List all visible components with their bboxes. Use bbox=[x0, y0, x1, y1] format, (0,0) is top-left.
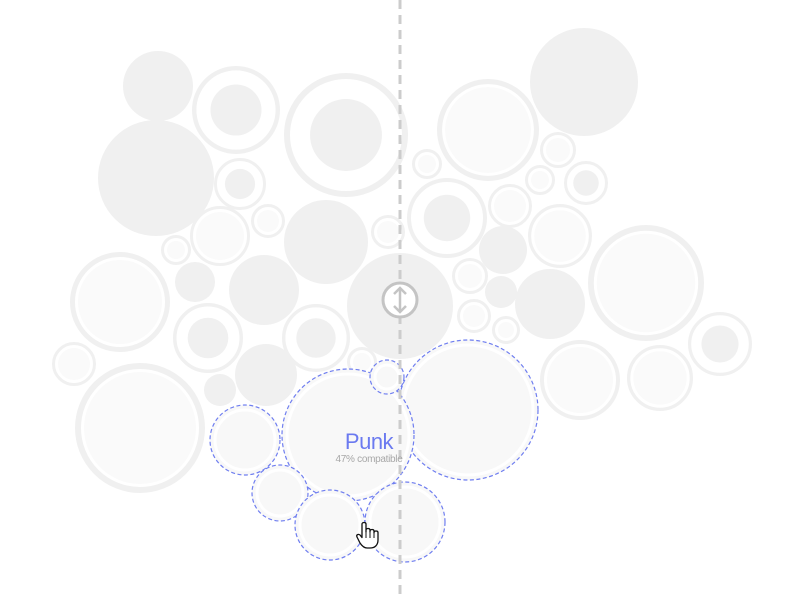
genre-bubble[interactable] bbox=[457, 299, 491, 333]
genre-bubble[interactable] bbox=[282, 304, 351, 373]
genre-bubble[interactable] bbox=[161, 235, 191, 265]
genre-bubble[interactable] bbox=[191, 65, 280, 154]
genre-bubble[interactable] bbox=[70, 252, 170, 352]
selected-genre-bubble[interactable] bbox=[294, 489, 366, 561]
genre-bubble[interactable] bbox=[204, 374, 236, 406]
selected-genre-bubble[interactable] bbox=[364, 481, 446, 563]
selected-genre-bubble[interactable] bbox=[281, 368, 415, 502]
genre-bubble[interactable] bbox=[627, 344, 694, 411]
genre-bubble[interactable] bbox=[229, 255, 299, 325]
genre-bubble[interactable] bbox=[251, 204, 285, 238]
genre-bubble[interactable] bbox=[452, 258, 488, 294]
selected-genre-bubble[interactable] bbox=[209, 404, 281, 476]
genre-bubble[interactable] bbox=[371, 215, 405, 249]
genre-bubble[interactable] bbox=[123, 51, 193, 121]
selected-genre-bubble[interactable] bbox=[251, 464, 309, 522]
genre-name: Punk bbox=[344, 429, 394, 454]
genre-bubble[interactable] bbox=[488, 184, 532, 228]
hand-pointer-icon bbox=[356, 521, 379, 549]
genre-bubble[interactable] bbox=[175, 262, 215, 302]
genre-bubble[interactable] bbox=[436, 79, 539, 182]
selected-genre-label[interactable]: Punk 47% compatible bbox=[336, 430, 403, 466]
selected-genre-cluster[interactable] bbox=[209, 339, 539, 563]
genre-bubble[interactable] bbox=[214, 158, 266, 210]
genre-bubble[interactable] bbox=[492, 316, 520, 344]
genre-bubble[interactable] bbox=[479, 226, 527, 274]
genre-bubble[interactable] bbox=[525, 165, 555, 195]
genre-bubble[interactable] bbox=[173, 303, 243, 373]
genre-bubble[interactable] bbox=[284, 73, 408, 197]
genre-bubble[interactable] bbox=[530, 28, 638, 136]
genre-bubble[interactable] bbox=[485, 276, 517, 308]
background-bubbles bbox=[52, 28, 752, 493]
genre-bubble[interactable] bbox=[407, 178, 487, 258]
genre-bubble[interactable] bbox=[52, 342, 96, 386]
genre-bubble[interactable] bbox=[540, 132, 576, 168]
genre-bubble[interactable] bbox=[564, 161, 608, 205]
genre-bubble[interactable] bbox=[412, 149, 442, 179]
genre-bubble[interactable] bbox=[588, 224, 705, 341]
compatibility-percent: 47% compatible bbox=[335, 454, 403, 465]
vertical-resize-icon[interactable] bbox=[381, 281, 419, 319]
genre-bubble[interactable] bbox=[527, 204, 592, 269]
genre-bubble[interactable] bbox=[540, 340, 620, 420]
genre-bubble[interactable] bbox=[190, 206, 250, 266]
genre-bubble[interactable] bbox=[515, 269, 585, 339]
genre-bubble[interactable] bbox=[235, 344, 297, 406]
genre-bubble[interactable] bbox=[687, 312, 752, 377]
genre-bubble[interactable] bbox=[284, 200, 368, 284]
selected-genre-bubble[interactable] bbox=[397, 339, 539, 481]
genre-bubble[interactable] bbox=[75, 363, 205, 493]
genre-bubble[interactable] bbox=[98, 120, 214, 236]
